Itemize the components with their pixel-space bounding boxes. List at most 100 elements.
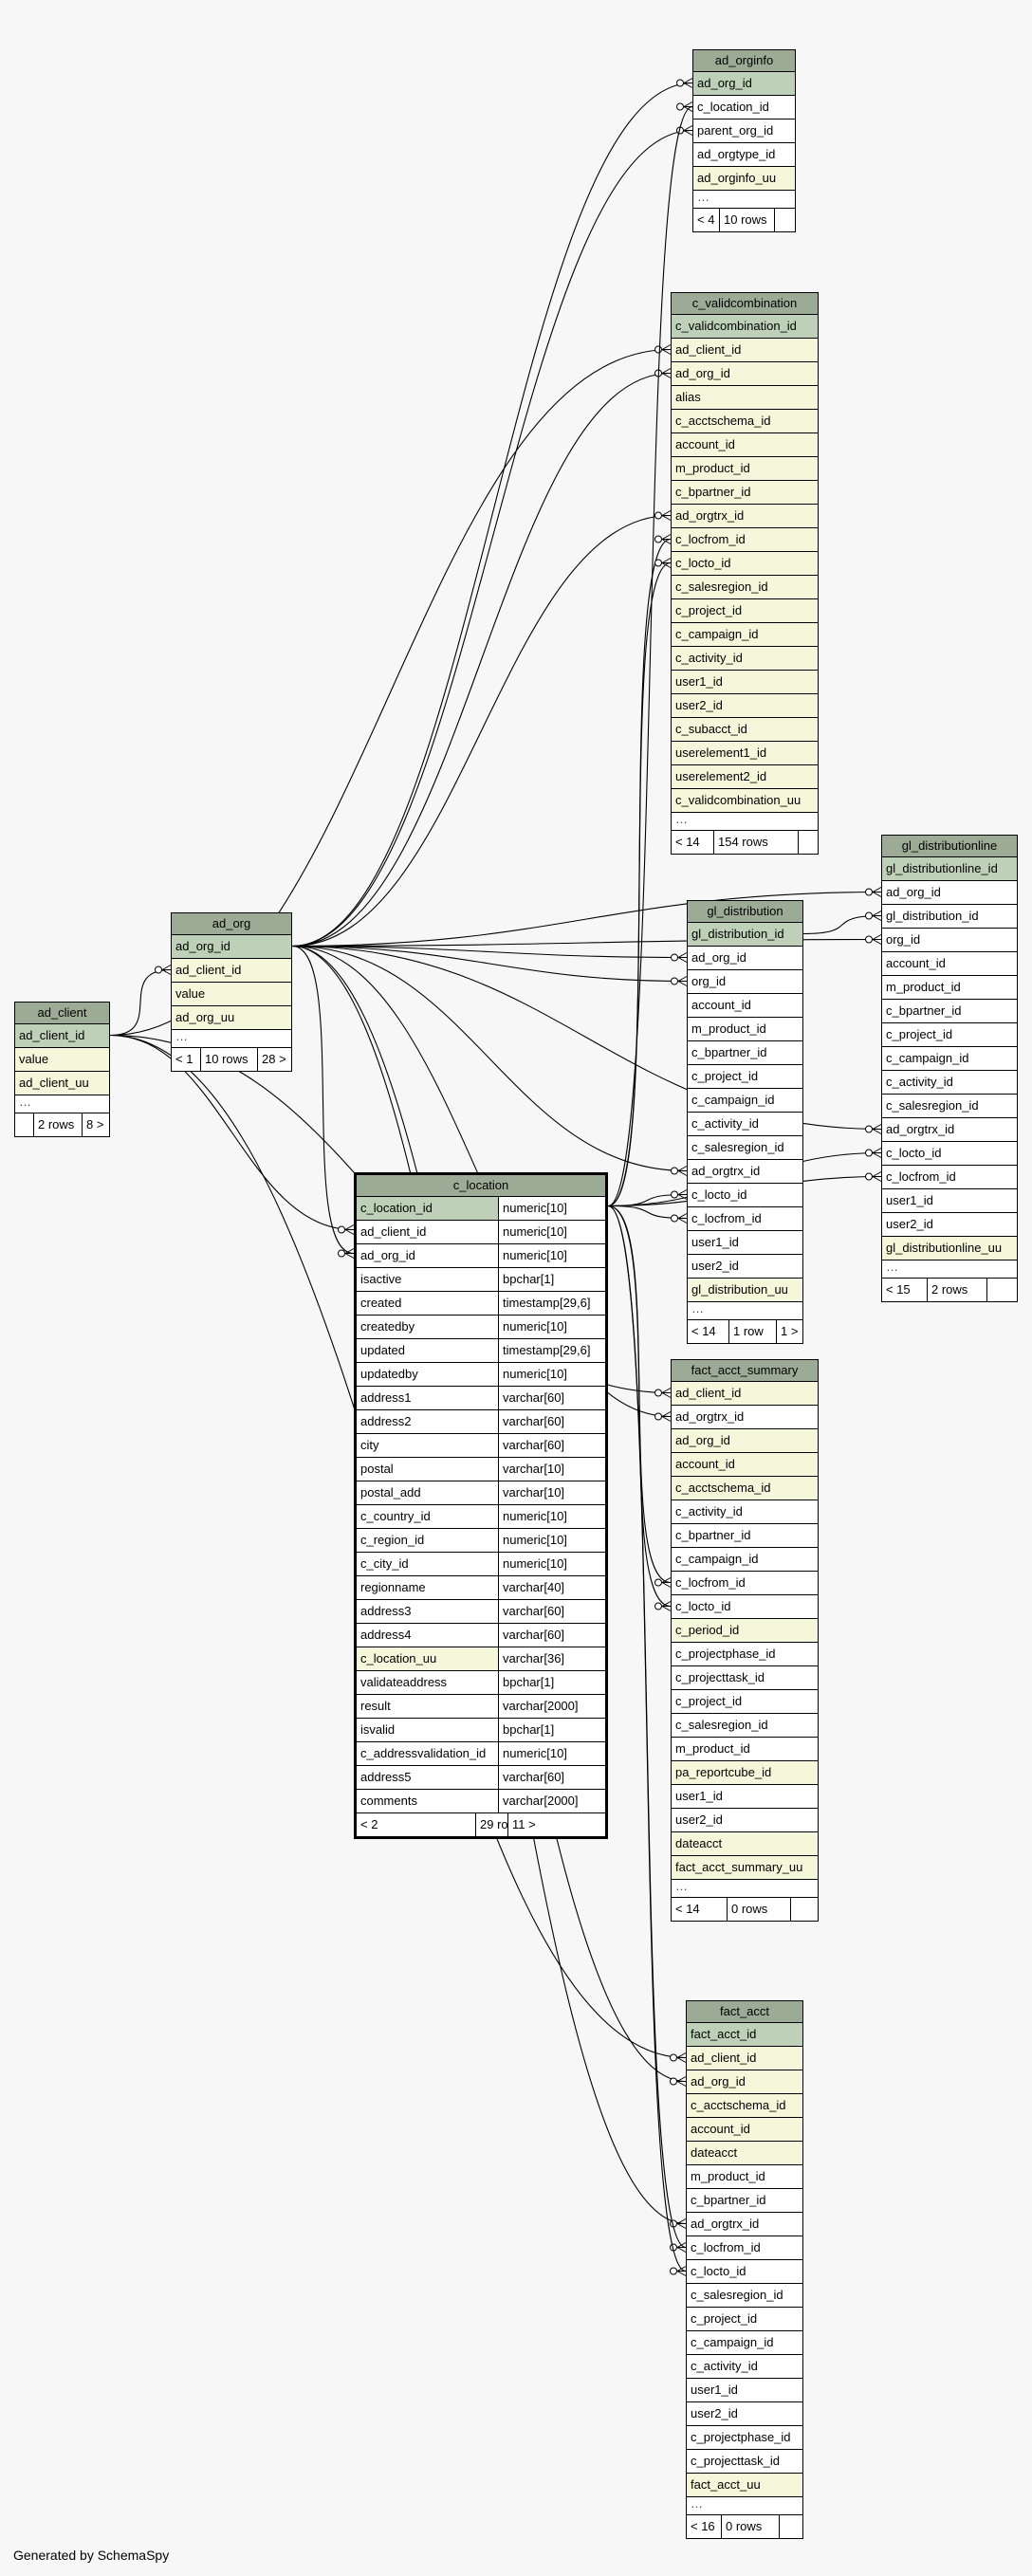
column-row[interactable]: ad_orgtype_id (693, 143, 795, 167)
column-row[interactable]: account_id (687, 2118, 802, 2142)
column-row[interactable]: gl_distribution_id (688, 923, 802, 947)
column-row[interactable]: m_product_id (672, 1738, 818, 1761)
column-row[interactable]: userelement2_id (672, 765, 818, 789)
children-count[interactable]: 1 > (781, 1324, 799, 1338)
column-row[interactable]: ad_orgtrx_id (688, 1160, 802, 1184)
column-row[interactable]: fact_acct_uu (687, 2474, 802, 2497)
column-row[interactable]: c_projecttask_id (687, 2450, 802, 2474)
column-row[interactable]: c_activity_id (672, 1500, 818, 1524)
parents-count[interactable]: < 14 (672, 831, 714, 854)
parents-count[interactable]: < 2 (357, 1813, 476, 1836)
column-row[interactable]: gl_distribution_id (882, 905, 1017, 929)
column-row[interactable]: c_campaign_id (687, 2331, 802, 2355)
column-row[interactable]: c_locto_id (672, 552, 818, 576)
column-row[interactable]: c_salesregion_id (882, 1095, 1017, 1118)
column-row[interactable]: c_bpartner_id (672, 481, 818, 505)
column-row[interactable]: ad_client_id (15, 1024, 109, 1048)
column-row[interactable]: c_acctschema_id (672, 1477, 818, 1500)
column-row[interactable]: c_bpartner_id (687, 2189, 802, 2213)
column-row[interactable]: c_projectphase_id (687, 2426, 802, 2450)
column-row[interactable]: c_validcombination_uu (672, 789, 818, 813)
column-row[interactable]: c_period_id (672, 1619, 818, 1643)
children-count[interactable] (799, 831, 818, 854)
column-row[interactable]: c_salesregion_id (687, 2284, 802, 2308)
column-row[interactable]: ad_org_id (672, 1429, 818, 1453)
column-row[interactable]: c_subacct_id (672, 718, 818, 742)
column-row[interactable]: c_activity_id (687, 2355, 802, 2379)
column-row[interactable]: user2_id (672, 1809, 818, 1832)
column-row[interactable]: dateacct (687, 2142, 802, 2165)
parents-count[interactable]: < 4 (693, 209, 720, 231)
column-row[interactable]: c_campaign_id (688, 1089, 802, 1113)
column-row[interactable]: gl_distributionline_uu (882, 1237, 1017, 1260)
column-row[interactable]: user2_id (687, 2402, 802, 2426)
column-row[interactable]: c_locfrom_id (687, 2236, 802, 2260)
column-row[interactable]: user2_id (882, 1213, 1017, 1237)
column-row[interactable]: c_salesregion_id (672, 1714, 818, 1738)
column-row[interactable]: ad_org_id (688, 947, 802, 970)
children-count[interactable] (780, 2515, 802, 2538)
column-row[interactable]: m_product_id (688, 1018, 802, 1041)
column-row[interactable]: user1_id (882, 1189, 1017, 1213)
column-row[interactable]: c_locfrom_id (672, 1572, 818, 1595)
column-row[interactable]: c_locfrom_id (882, 1166, 1017, 1189)
column-row[interactable]: user2_id (672, 694, 818, 718)
column-row[interactable]: c_locfrom_id (672, 528, 818, 552)
column-row[interactable]: ad_org_id (693, 72, 795, 96)
column-row[interactable]: c_campaign_id (672, 623, 818, 647)
column-row[interactable]: c_project_id (687, 2308, 802, 2331)
column-row[interactable]: account_id (672, 1453, 818, 1477)
parents-count[interactable]: < 14 (672, 1898, 728, 1921)
parents-count[interactable]: < 15 (882, 1279, 928, 1301)
column-row[interactable]: c_bpartner_id (672, 1524, 818, 1548)
column-row[interactable]: m_product_id (882, 976, 1017, 1000)
column-row[interactable]: c_project_id (688, 1065, 802, 1089)
column-row[interactable]: ad_orgtrx_id (672, 505, 818, 528)
column-row[interactable]: c_activity_id (688, 1113, 802, 1136)
column-row[interactable]: c_project_id (882, 1023, 1017, 1047)
column-row[interactable]: c_locto_id (687, 2260, 802, 2284)
column-row[interactable]: user1_id (687, 2379, 802, 2402)
column-row[interactable]: c_locto_id (688, 1184, 802, 1207)
column-row[interactable]: user1_id (688, 1231, 802, 1255)
children-count[interactable]: 8 > (86, 1117, 104, 1132)
children-count[interactable] (775, 209, 795, 231)
children-count[interactable] (987, 1279, 1017, 1301)
column-row[interactable]: ad_org_uu (172, 1006, 291, 1030)
column-row[interactable]: ad_org_id (882, 881, 1017, 905)
column-row[interactable]: c_campaign_id (882, 1047, 1017, 1071)
column-row[interactable]: alias (672, 386, 818, 410)
parents-count[interactable] (15, 1113, 34, 1136)
column-row[interactable]: c_activity_id (882, 1071, 1017, 1095)
column-row[interactable]: ad_client_id (172, 959, 291, 983)
column-row[interactable]: ad_orginfo_uu (693, 167, 795, 191)
column-row[interactable]: ad_org_id (687, 2070, 802, 2094)
column-row[interactable]: user2_id (688, 1255, 802, 1279)
column-row[interactable]: c_locto_id (672, 1595, 818, 1619)
column-row[interactable]: gl_distribution_uu (688, 1279, 802, 1302)
column-row[interactable]: value (15, 1048, 109, 1072)
